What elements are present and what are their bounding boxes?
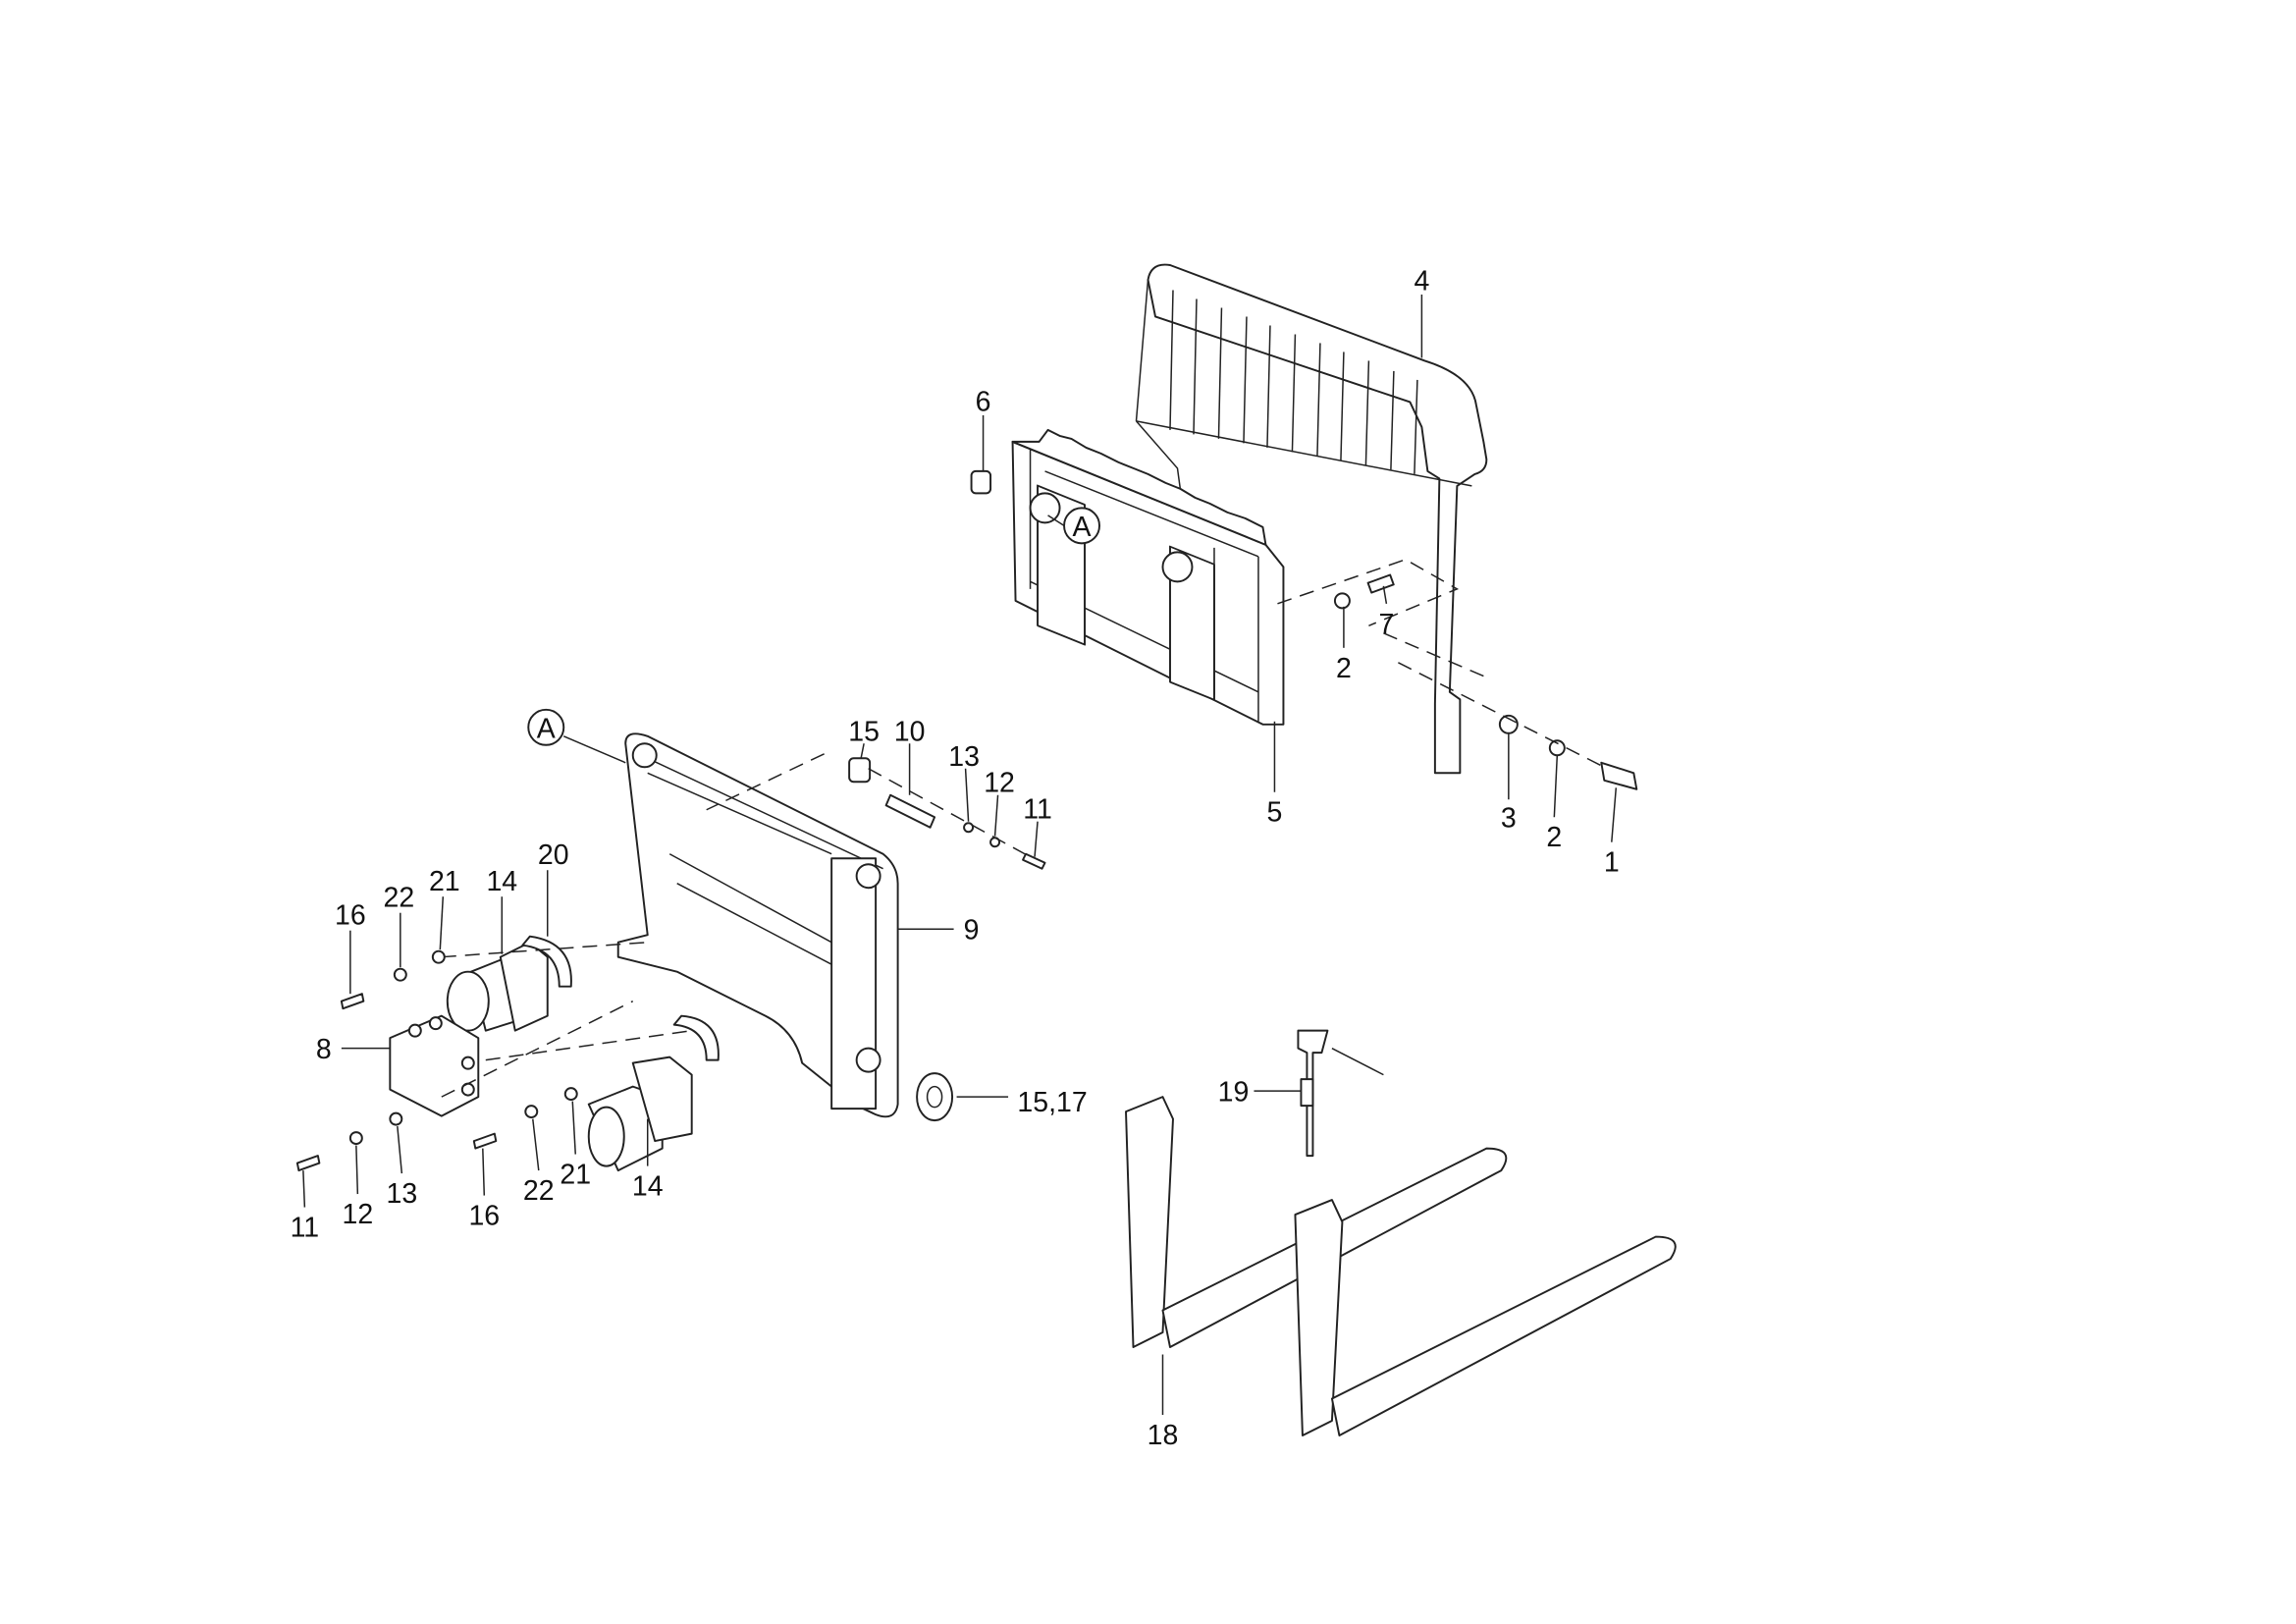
sideshifter-frame [616, 732, 899, 1118]
callout-label: 16 [335, 900, 366, 932]
callout-label: 21 [429, 866, 460, 897]
callout-label: 15 [848, 716, 880, 747]
callout-label: 19 [1218, 1077, 1250, 1109]
callout-label: 11 [291, 1213, 320, 1244]
backrest-bars [1169, 290, 1418, 474]
callout-label: 3 [1501, 803, 1517, 835]
pin-6 [970, 469, 992, 495]
callout-label: 13 [948, 741, 980, 773]
callout-label: 8 [316, 1034, 332, 1065]
small-hardware [295, 949, 954, 1172]
callout-label: 13 [386, 1178, 417, 1210]
callout-label: 6 [976, 386, 991, 417]
hydraulic-cylinders [389, 935, 720, 1172]
top-pin-parts [706, 753, 1046, 870]
reference-circle-a [1063, 507, 1100, 545]
fork-carriage [970, 428, 1285, 726]
callout-label: 12 [343, 1199, 374, 1230]
callout-label: 16 [468, 1201, 500, 1232]
callout-label: 21 [560, 1160, 591, 1191]
callout-label: 20 [538, 839, 569, 871]
reference-circle-a [527, 708, 565, 746]
callout-label: 14 [632, 1171, 664, 1203]
callout-label: 7 [1378, 609, 1394, 640]
callout-labels: 4 6 7 2 5 3 2 1 A A 15 10 13 12 11 9 20 … [291, 265, 1620, 1450]
forks [1125, 1029, 1677, 1436]
callout-label: A [537, 713, 556, 744]
callout-label: 12 [984, 768, 1015, 799]
callout-label: 15,17 [1017, 1087, 1087, 1118]
callout-label: 14 [486, 866, 517, 897]
backrest-hardware [1277, 559, 1638, 790]
callout-label: A [1073, 512, 1092, 543]
callout-label: 2 [1546, 822, 1562, 853]
callout-label: 2 [1336, 653, 1352, 684]
callout-label: 9 [964, 915, 980, 947]
load-backrest [1135, 263, 1488, 775]
callout-label: 5 [1267, 797, 1283, 829]
roller-15-17 [916, 1072, 954, 1122]
leader-lines [302, 294, 1618, 1415]
callout-label: 10 [894, 716, 926, 747]
callout-label: 11 [1023, 794, 1052, 826]
callout-label: 4 [1414, 265, 1429, 297]
callout-label: 18 [1148, 1420, 1179, 1451]
callout-label: 22 [383, 883, 414, 914]
callout-label: 22 [523, 1175, 555, 1207]
callout-label: 1 [1604, 847, 1620, 879]
valve-block [389, 1014, 480, 1117]
